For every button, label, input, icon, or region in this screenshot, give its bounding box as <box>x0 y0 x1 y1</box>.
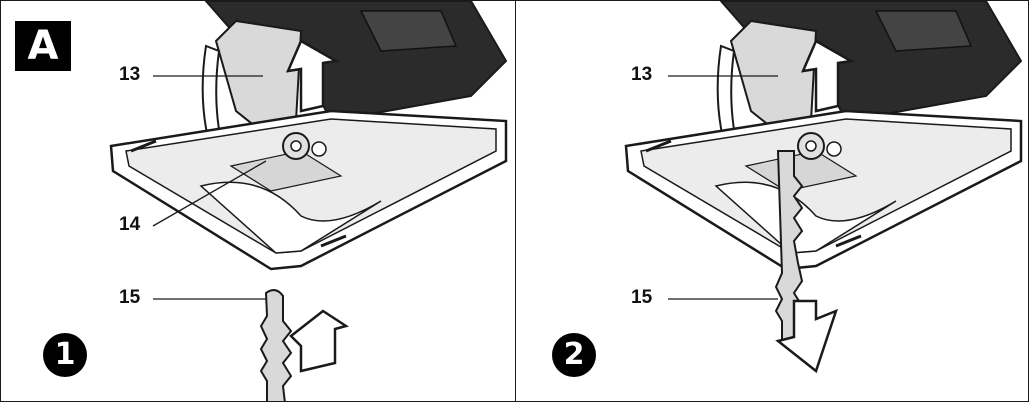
figure-letter: A <box>15 21 71 71</box>
step-number-badge: 2 <box>552 333 596 377</box>
callout-14: 14 <box>119 214 141 235</box>
callout-15: 15 <box>119 287 141 308</box>
callout-13: 13 <box>119 64 141 85</box>
jigsaw-illustration-2 <box>624 1 1023 374</box>
panel-step-1: A 13 14 15 1 <box>0 0 516 402</box>
step-number-badge: 1 <box>43 333 87 377</box>
jigsaw-illustration-1 <box>109 1 508 401</box>
release-arrow-icon <box>800 39 855 113</box>
insert-arrow-icon <box>289 309 350 373</box>
release-arrow-icon <box>775 299 839 374</box>
saw-blade <box>774 150 804 344</box>
insert-arrow-icon <box>285 39 340 113</box>
saw-blade <box>259 289 293 401</box>
panel-step-2: 13 15 2 <box>515 0 1029 402</box>
callout-13: 13 <box>631 64 653 85</box>
callout-15: 15 <box>631 287 653 308</box>
